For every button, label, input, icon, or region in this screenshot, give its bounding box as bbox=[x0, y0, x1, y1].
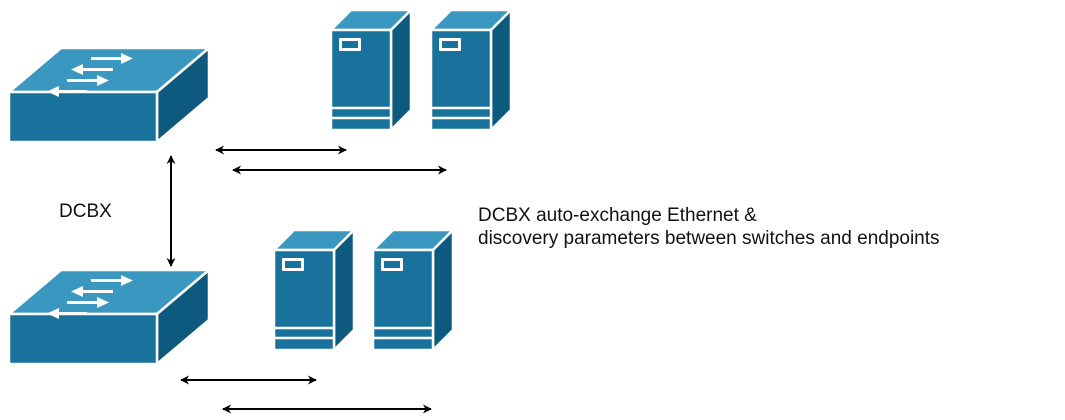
dcbx-description-line2: discovery parameters between switches an… bbox=[478, 227, 940, 249]
network-switch-icon bbox=[7, 268, 211, 366]
dcbx-description: DCBX auto-exchange Ethernet & discovery … bbox=[478, 205, 940, 251]
network-switch-icon bbox=[7, 46, 211, 144]
server-tower-icon bbox=[371, 228, 455, 352]
server-tower-icon bbox=[429, 8, 513, 132]
server-tower-icon bbox=[272, 228, 356, 352]
server-tower-icon bbox=[329, 8, 413, 132]
dcbx-label: DCBX bbox=[59, 201, 112, 222]
dcbx-description-line1: DCBX auto-exchange Ethernet & bbox=[478, 205, 757, 226]
